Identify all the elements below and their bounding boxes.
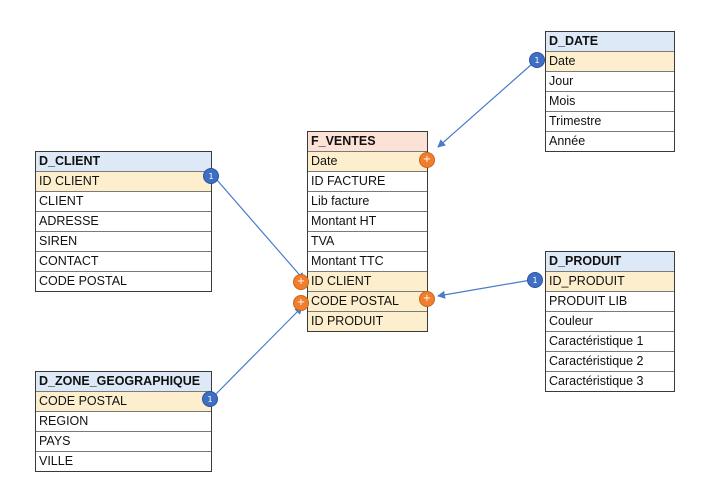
field-contact: CONTACT [36, 251, 211, 271]
field-id-client: ID CLIENT [36, 171, 211, 191]
field-id-produit: ID_PRODUIT [546, 271, 674, 291]
field-jour: Jour [546, 71, 674, 91]
field-code-postal: CODE POSTAL [36, 271, 211, 291]
field-mois: Mois [546, 91, 674, 111]
field-adresse: ADRESSE [36, 211, 211, 231]
field-caracteristique-2: Caractéristique 2 [546, 351, 674, 371]
table-d-zone-geographique: D_ZONE_GEOGRAPHIQUE CODE POSTAL REGION P… [35, 371, 212, 472]
field-region: REGION [36, 411, 211, 431]
connector-client [216, 179, 305, 281]
table-title: D_DATE [546, 32, 674, 51]
many-cardinality-icon: + [419, 291, 435, 307]
table-title: D_ZONE_GEOGRAPHIQUE [36, 372, 211, 391]
field-siren: SIREN [36, 231, 211, 251]
many-cardinality-icon: + [293, 274, 309, 290]
table-d-date: D_DATE Date Jour Mois Trimestre Année [545, 31, 675, 152]
table-d-produit: D_PRODUIT ID_PRODUIT PRODUIT LIB Couleur… [545, 251, 675, 392]
connector-zone [213, 306, 303, 397]
many-cardinality-icon: + [419, 152, 435, 168]
field-annee: Année [546, 131, 674, 151]
field-caracteristique-1: Caractéristique 1 [546, 331, 674, 351]
field-produit-lib: PRODUIT LIB [546, 291, 674, 311]
one-cardinality-icon: 1 [202, 391, 218, 407]
field-tva: TVA [308, 231, 427, 251]
field-code-postal: CODE POSTAL [36, 391, 211, 411]
field-pays: PAYS [36, 431, 211, 451]
table-f-ventes: F_VENTES Date ID FACTURE Lib facture Mon… [307, 131, 428, 332]
many-cardinality-icon: + [293, 295, 309, 311]
field-id-facture: ID FACTURE [308, 171, 427, 191]
field-couleur: Couleur [546, 311, 674, 331]
one-cardinality-icon: 1 [529, 52, 545, 68]
field-caracteristique-3: Caractéristique 3 [546, 371, 674, 391]
field-ville: VILLE [36, 451, 211, 471]
field-id-produit: ID PRODUIT [308, 311, 427, 331]
field-trimestre: Trimestre [546, 111, 674, 131]
table-title: F_VENTES [308, 132, 427, 151]
field-code-postal: CODE POSTAL [308, 291, 427, 311]
field-lib-facture: Lib facture [308, 191, 427, 211]
field-montant-ht: Montant HT [308, 211, 427, 231]
field-client: CLIENT [36, 191, 211, 211]
field-date: Date [546, 51, 674, 71]
field-montant-ttc: Montant TTC [308, 251, 427, 271]
table-title: D_CLIENT [36, 152, 211, 171]
table-d-client: D_CLIENT ID CLIENT CLIENT ADRESSE SIREN … [35, 151, 212, 292]
field-id-client: ID CLIENT [308, 271, 427, 291]
field-date: Date [308, 151, 427, 171]
connector-produit [437, 279, 532, 299]
table-title: D_PRODUIT [546, 252, 674, 271]
one-cardinality-icon: 1 [203, 168, 219, 184]
one-cardinality-icon: 1 [527, 272, 543, 288]
connector-date [437, 63, 533, 148]
